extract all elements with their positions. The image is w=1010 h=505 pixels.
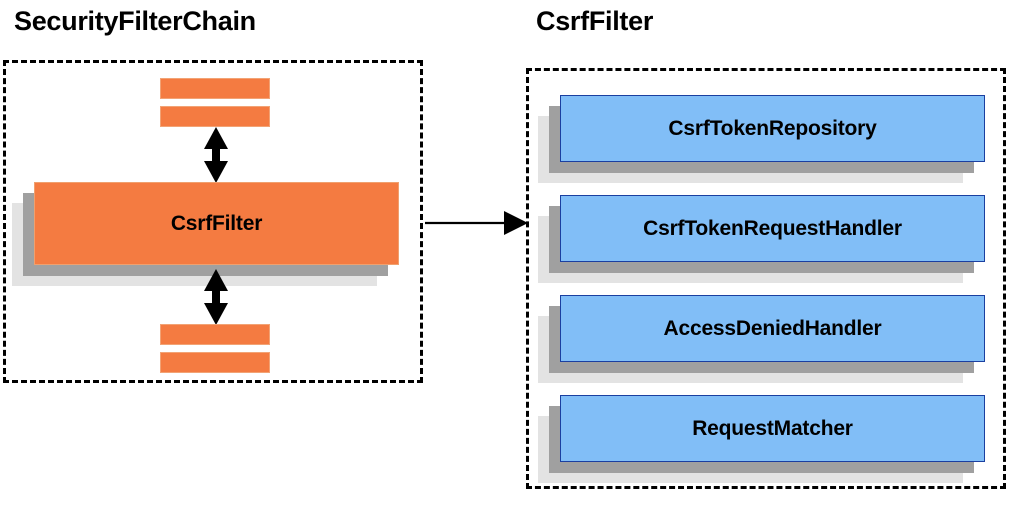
access-denied-handler-label: AccessDeniedHandler — [663, 316, 882, 340]
csrf-filter-component[interactable]: CsrfFilter — [12, 182, 399, 286]
csrf-token-request-handler-label: CsrfTokenRequestHandler — [643, 216, 902, 240]
filter-bar-top-1 — [160, 78, 270, 99]
filter-bar-bottom-2 — [160, 352, 270, 373]
csrf-token-repository-face[interactable]: CsrfTokenRepository — [560, 95, 985, 162]
access-denied-handler-face[interactable]: AccessDeniedHandler — [560, 295, 985, 362]
security-filter-chain-panel — [3, 60, 423, 383]
csrf-token-repository-label: CsrfTokenRepository — [668, 116, 877, 140]
csrf-token-request-handler-face[interactable]: CsrfTokenRequestHandler — [560, 195, 985, 262]
csrf-token-repository-component[interactable]: CsrfTokenRepository — [538, 95, 985, 183]
request-matcher-component[interactable]: RequestMatcher — [538, 395, 985, 483]
chain-arrow-above — [204, 127, 228, 183]
panel-title-csrf-filter: CsrfFilter — [536, 6, 654, 36]
filter-bar-top-2 — [160, 106, 270, 127]
request-matcher-face[interactable]: RequestMatcher — [560, 395, 985, 462]
csrf-filter-panel — [526, 68, 1006, 489]
csrf-filter-face[interactable]: CsrfFilter — [34, 182, 399, 265]
access-denied-handler-component[interactable]: AccessDeniedHandler — [538, 295, 985, 383]
connector-arrow-left-to-right — [425, 211, 528, 235]
panel-title-security-filter-chain: SecurityFilterChain — [14, 6, 256, 36]
chain-arrow-below — [204, 269, 228, 325]
filter-bar-bottom-1 — [160, 324, 270, 345]
csrf-filter-label: CsrfFilter — [170, 211, 263, 235]
csrf-token-request-handler-component[interactable]: CsrfTokenRequestHandler — [538, 195, 985, 283]
request-matcher-label: RequestMatcher — [692, 416, 853, 440]
